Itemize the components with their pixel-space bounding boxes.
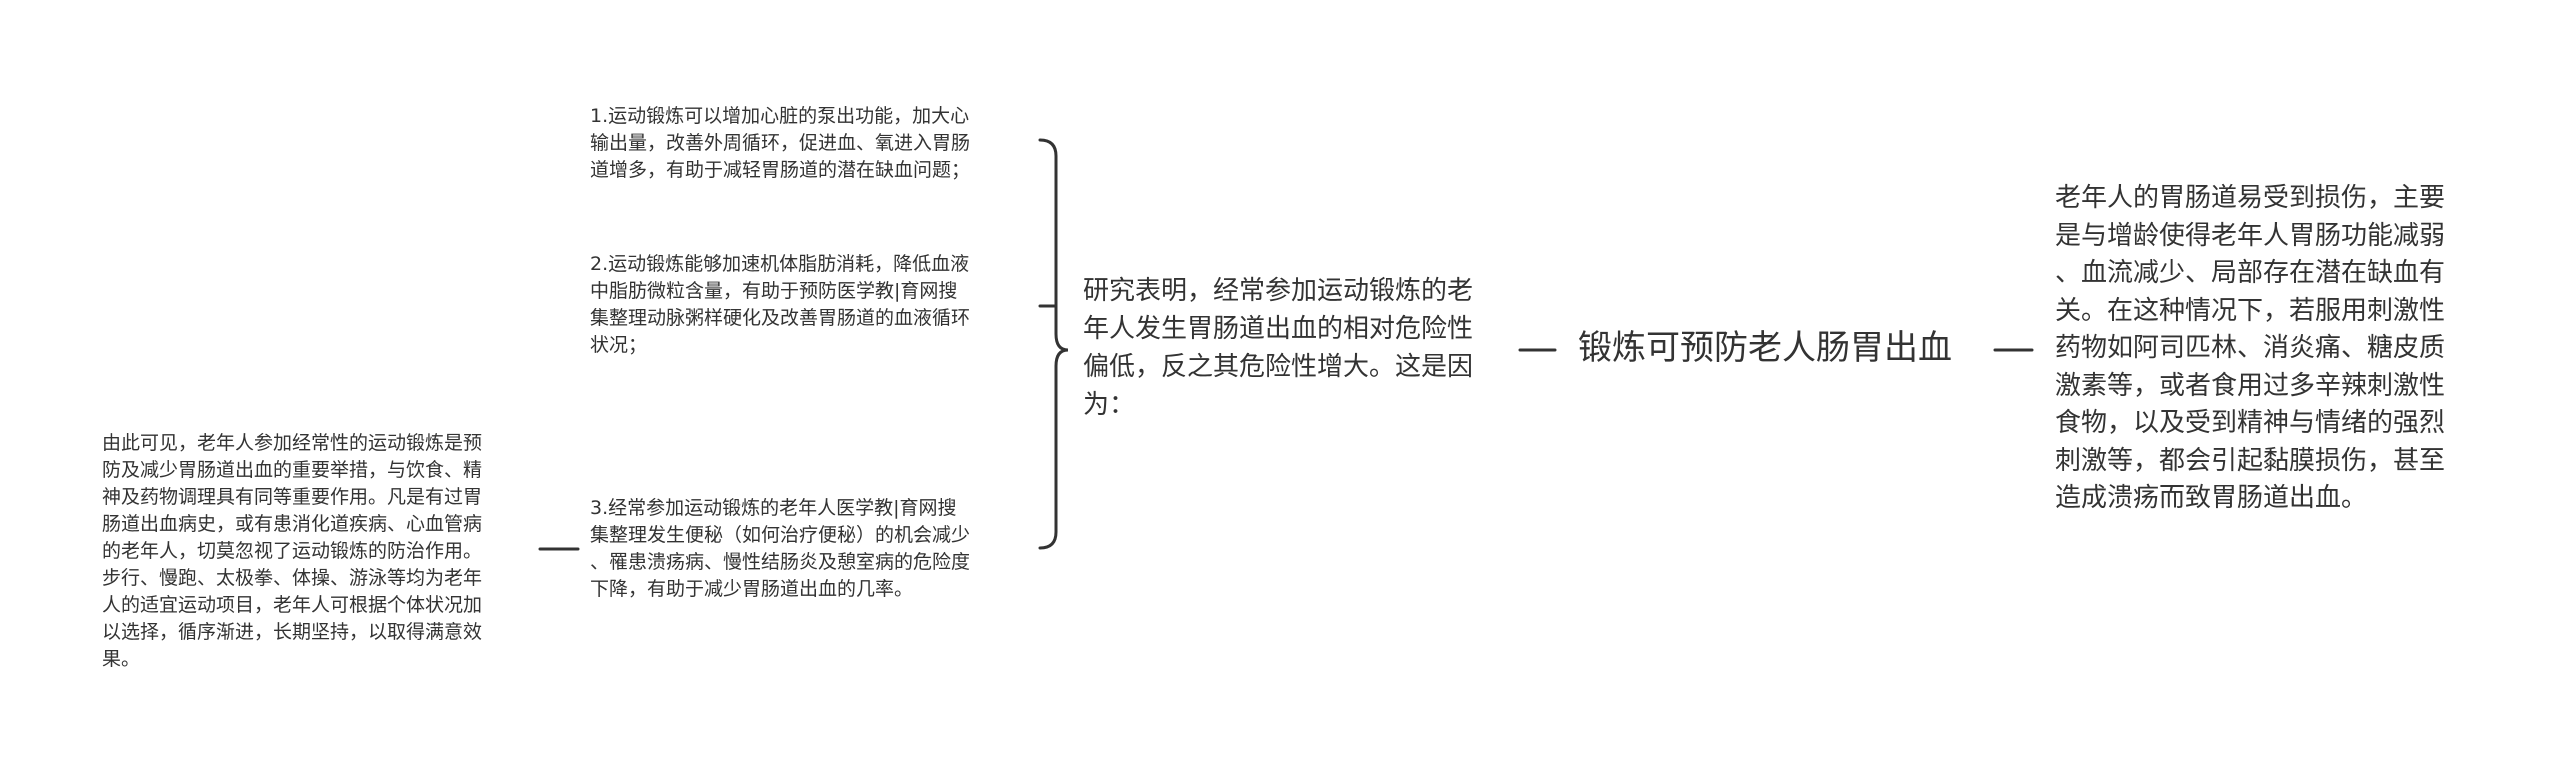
branch-node-2[interactable]: 2.运动锻炼能够加速机体脂肪消耗，降低血液 中脂肪微粒含量，有助于预防医学教|育… bbox=[590, 253, 971, 356]
branch-node-3[interactable]: 3.经常参加运动锻炼的老年人医学教|育网搜 集整理发生便秘（如何治疗便秘）的机会… bbox=[590, 497, 971, 600]
right-node-explanation[interactable]: 老年人的胃肠道易受到损伤，主要 是与增龄使得老年人胃肠功能减弱 、血流减少、局部… bbox=[2055, 183, 2446, 513]
left-node-research[interactable]: 研究表明，经常参加运动锻炼的老 年人发生胃肠道出血的相对危险性 偏低，反之其危险… bbox=[1083, 276, 1474, 420]
conclusion-node[interactable]: 由此可见，老年人参加经常性的运动锻炼是预 防及减少胃肠道出血的重要举措，与饮食、… bbox=[102, 432, 483, 670]
branch-node-1[interactable]: 1.运动锻炼可以增加心脏的泵出功能，加大心 输出量，改善外周循环，促进血、氧进入… bbox=[590, 105, 971, 181]
central-topic[interactable]: 锻炼可预防老人肠胃出血 bbox=[1578, 328, 1952, 368]
bracket-branches bbox=[1038, 138, 1069, 550]
